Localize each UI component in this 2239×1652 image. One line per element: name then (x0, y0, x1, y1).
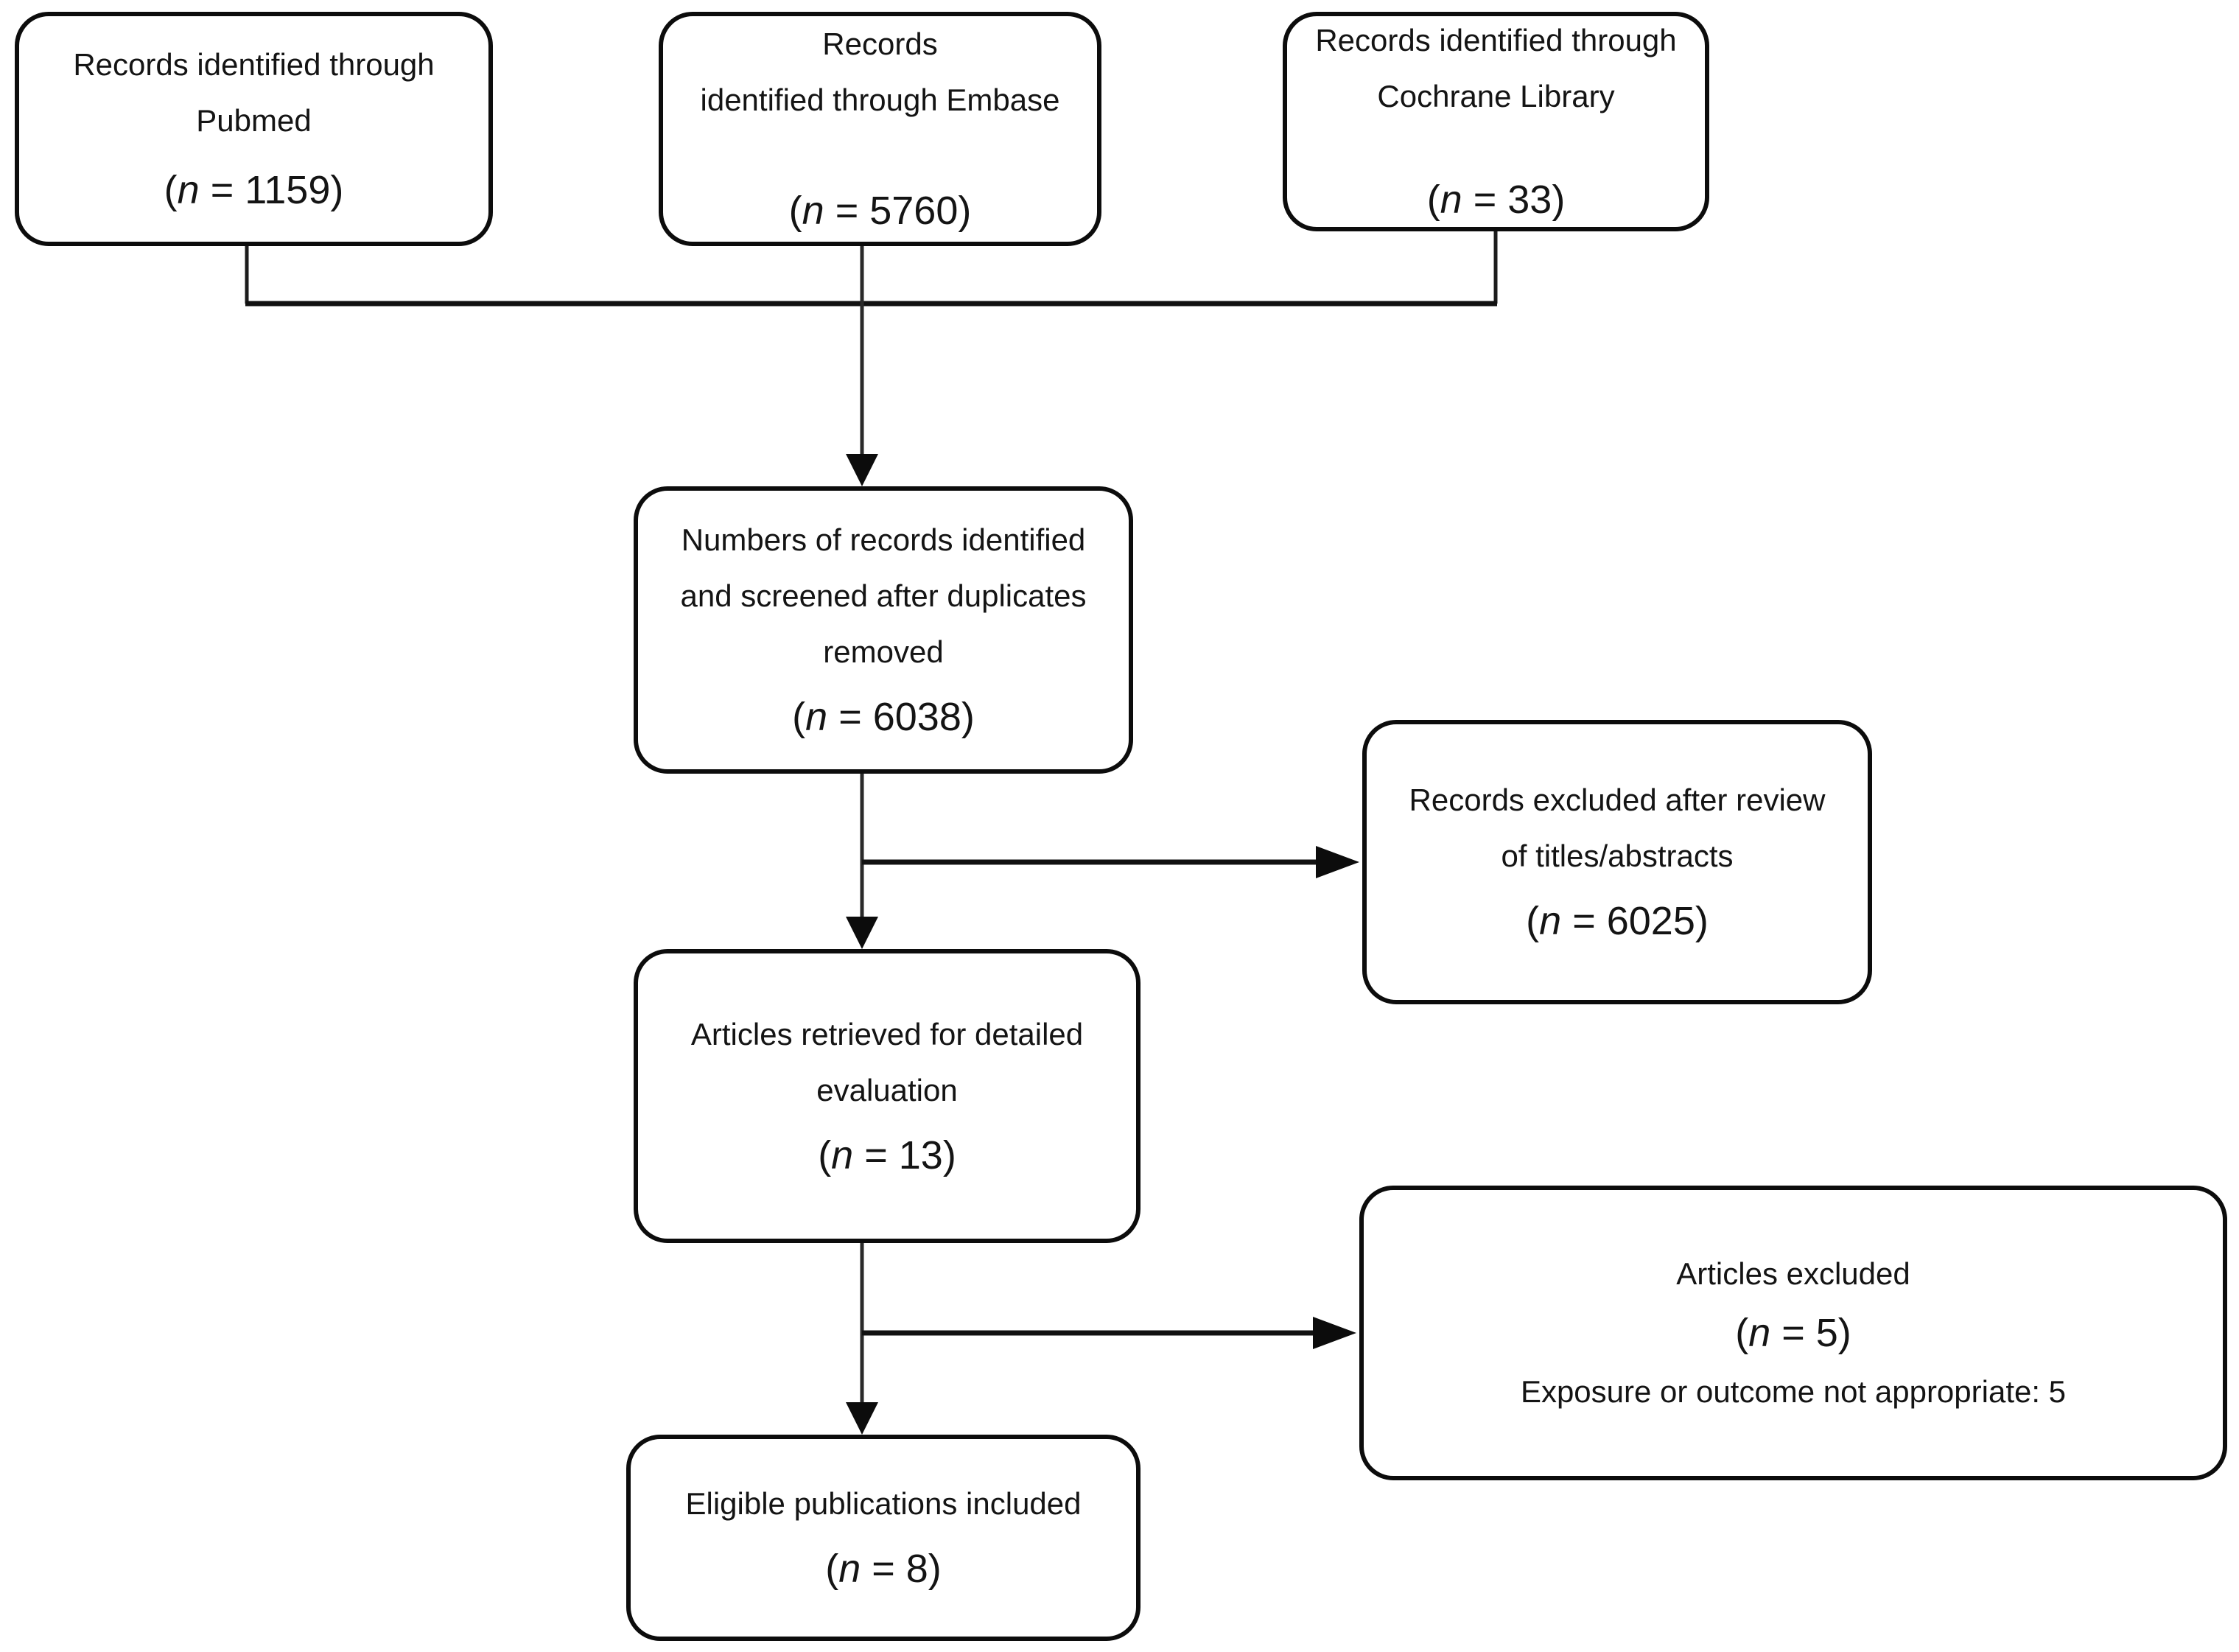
count-open: ( (164, 168, 178, 212)
node-text-line: Records excluded after review (1409, 783, 1826, 817)
node-count: (n = 5) (1735, 1302, 1851, 1364)
count-open: ( (818, 1133, 832, 1177)
count-open: ( (788, 189, 802, 233)
node-text-line: Articles excluded (1676, 1256, 1910, 1291)
node-text-line: and screened after duplicates (680, 578, 1087, 613)
count-n-symbol: n (1748, 1311, 1771, 1355)
arrowhead-to-screened (846, 454, 878, 486)
node-records-pubmed: Records identified through Pubmed (n = 1… (15, 12, 493, 246)
node-exclusion-reason: Exposure or outcome not appropriate: 5 (1520, 1374, 2067, 1409)
node-text-line: Pubmed (196, 103, 312, 138)
node-records-excluded-titles: Records excluded after review of titles/… (1362, 720, 1872, 1004)
node-count: (n = 6025) (1526, 890, 1709, 952)
node-articles-retrieved: Articles retrieved for detailed evaluati… (634, 949, 1140, 1243)
node-text-line: identified through Embase (700, 83, 1060, 117)
node-text-line: Articles retrieved for detailed (690, 1016, 1084, 1051)
node-records-cochrane: Records identified through Cochrane Libr… (1283, 12, 1709, 231)
node-text-line: evaluation (816, 1072, 958, 1107)
count-n-symbol: n (177, 168, 200, 212)
node-text-line: removed (823, 634, 944, 669)
count-value: = 5760) (824, 189, 972, 233)
count-open: ( (1735, 1311, 1749, 1355)
node-records-embase: Records identified through Embase (n = 5… (659, 12, 1101, 246)
count-value: = 1159) (199, 168, 344, 212)
count-n-symbol: n (802, 189, 824, 233)
count-open: ( (825, 1547, 839, 1591)
count-value: = 6025) (1561, 899, 1709, 943)
count-open: ( (792, 695, 806, 739)
count-n-symbol: n (838, 1547, 861, 1591)
count-value: = 5) (1770, 1311, 1851, 1355)
node-text-line: Records identified through (73, 47, 435, 82)
node-eligible-included: Eligible publications included (n = 8) (626, 1435, 1140, 1641)
node-count: (n = 6038) (792, 686, 975, 748)
arrowhead-to-eligible (846, 1402, 878, 1435)
count-value: = 6038) (827, 695, 975, 739)
node-screened-after-duplicates: Numbers of records identified and screen… (634, 486, 1133, 774)
node-text-line: of titles/abstracts (1501, 839, 1734, 873)
node-text-line: Records (822, 27, 938, 61)
node-count: (n = 5760) (789, 180, 972, 242)
node-articles-excluded: Articles excluded (n = 5) Exposure or ou… (1359, 1186, 2227, 1480)
node-text-line: Records identified through (1315, 23, 1677, 57)
count-n-symbol: n (805, 695, 828, 739)
arrowhead-to-excluded-titles (1316, 846, 1359, 878)
count-value: = 8) (861, 1547, 942, 1591)
arrowhead-to-excluded-articles (1313, 1317, 1356, 1349)
node-count: (n = 13) (818, 1124, 956, 1186)
count-n-symbol: n (831, 1133, 854, 1177)
count-open: ( (1526, 899, 1540, 943)
arrowhead-to-retrieved (846, 917, 878, 949)
node-count: (n = 8) (825, 1538, 942, 1600)
count-n-symbol: n (1440, 178, 1462, 222)
count-n-symbol: n (1539, 899, 1562, 943)
count-open: ( (1426, 178, 1440, 222)
node-text-line: Numbers of records identified (681, 522, 1086, 557)
node-text-line: Eligible publications included (685, 1486, 1082, 1521)
count-value: = 33) (1462, 178, 1566, 222)
node-text-line: Cochrane Library (1377, 79, 1615, 113)
node-count: (n = 33) (1427, 169, 1566, 231)
node-count: (n = 1159) (164, 159, 344, 221)
count-value: = 13) (853, 1133, 956, 1177)
